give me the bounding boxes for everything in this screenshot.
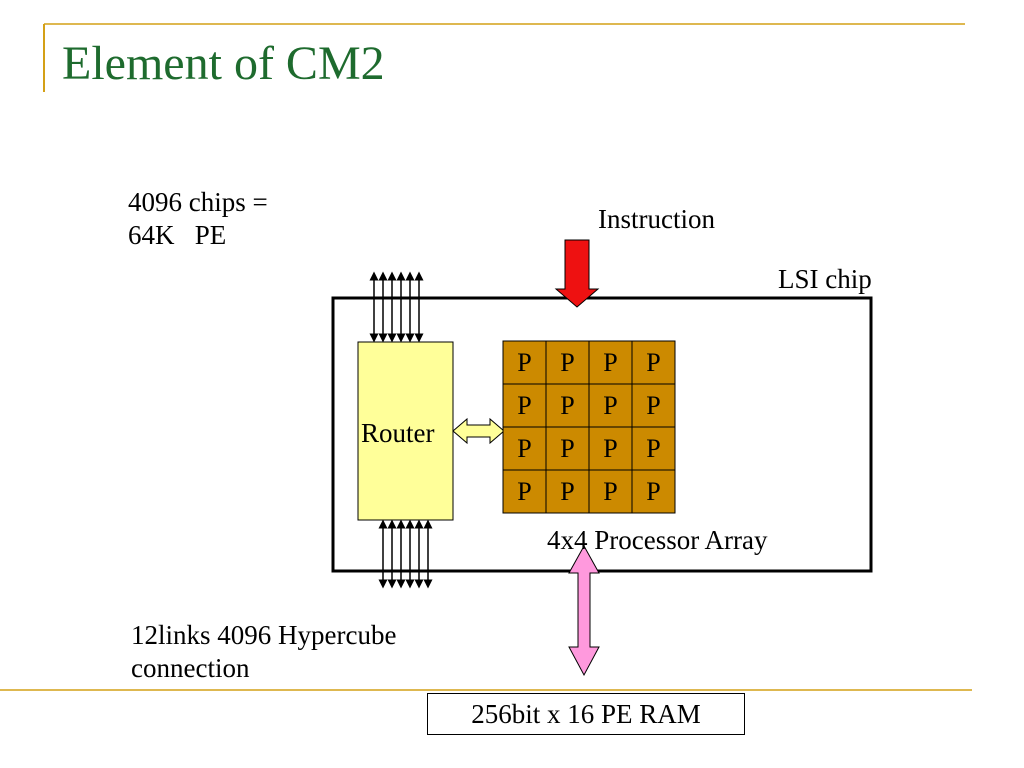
router-array-arrow [452, 417, 505, 445]
processor-element [502, 340, 547, 385]
processor-element [588, 340, 633, 385]
processor-element [545, 340, 590, 385]
processor-element [502, 383, 547, 428]
processor-element [588, 383, 633, 428]
processor-element-label: P [603, 477, 617, 506]
pe-ram-box: 256bit x 16 PE RAM [427, 693, 745, 735]
processor-element-label: P [560, 348, 574, 377]
chips-label-line2: 64K PE [128, 220, 227, 250]
chips-label: 4096 chips = 64K PE [128, 186, 268, 252]
processor-element [545, 426, 590, 471]
lsi-chip-label: LSI chip [778, 264, 872, 294]
processor-element-label: P [560, 477, 574, 506]
processor-element-label: P [603, 391, 617, 420]
processor-element-label: P [646, 477, 660, 506]
instruction-arrow [554, 239, 600, 308]
router-label: Router [361, 418, 435, 448]
top-link-arrows [369, 271, 424, 343]
links-label-line2: connection [131, 653, 250, 683]
processor-element [631, 426, 676, 471]
links-label: 12links 4096 Hypercube connection [131, 619, 396, 685]
instruction-label: Instruction [598, 204, 715, 234]
lsi-chip-box [331, 296, 873, 573]
processor-element [631, 469, 676, 514]
processor-element-label: P [646, 348, 660, 377]
processor-element-label: P [517, 348, 531, 377]
processor-element [545, 383, 590, 428]
bottom-link-arrows [378, 519, 433, 589]
router-box [357, 341, 454, 521]
processor-element-label: P [517, 477, 531, 506]
chips-label-line1: 4096 chips = [128, 187, 268, 217]
memory-arrow [568, 544, 600, 677]
processor-element-label: P [646, 434, 660, 463]
slide-title: Element of CM2 [62, 37, 385, 90]
processor-element-label: P [560, 391, 574, 420]
processor-element [631, 340, 676, 385]
processor-element-label: P [560, 434, 574, 463]
processor-element [502, 426, 547, 471]
processor-element-label: P [603, 434, 617, 463]
processor-element [588, 469, 633, 514]
processor-element [588, 426, 633, 471]
processor-element-label: P [517, 434, 531, 463]
links-label-line1: 12links 4096 Hypercube [131, 620, 397, 650]
processor-element-label: P [517, 391, 531, 420]
array-caption: 4x4 Processor Array [547, 525, 768, 555]
processor-element [631, 383, 676, 428]
processor-element-label: P [646, 391, 660, 420]
processor-element-label: P [603, 348, 617, 377]
